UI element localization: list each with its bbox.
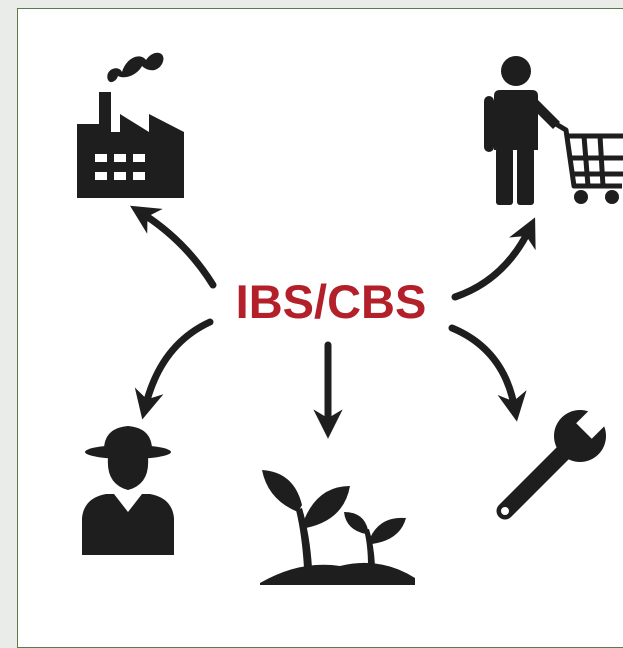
diagram-canvas: IBS/CBS [77,52,623,585]
arrow-to-shopper [451,217,536,301]
center-label: IBS/CBS [236,275,427,328]
factory-icon [77,52,184,198]
farmer-icon [82,426,174,555]
arrow-to-factory [130,205,217,289]
arrow-to-wrench [448,324,527,422]
shopper-with-cart-icon [484,56,623,205]
sprouting-plants-icon [260,470,415,585]
wrench-icon [496,399,616,520]
arrow-to-farmer [134,318,214,420]
